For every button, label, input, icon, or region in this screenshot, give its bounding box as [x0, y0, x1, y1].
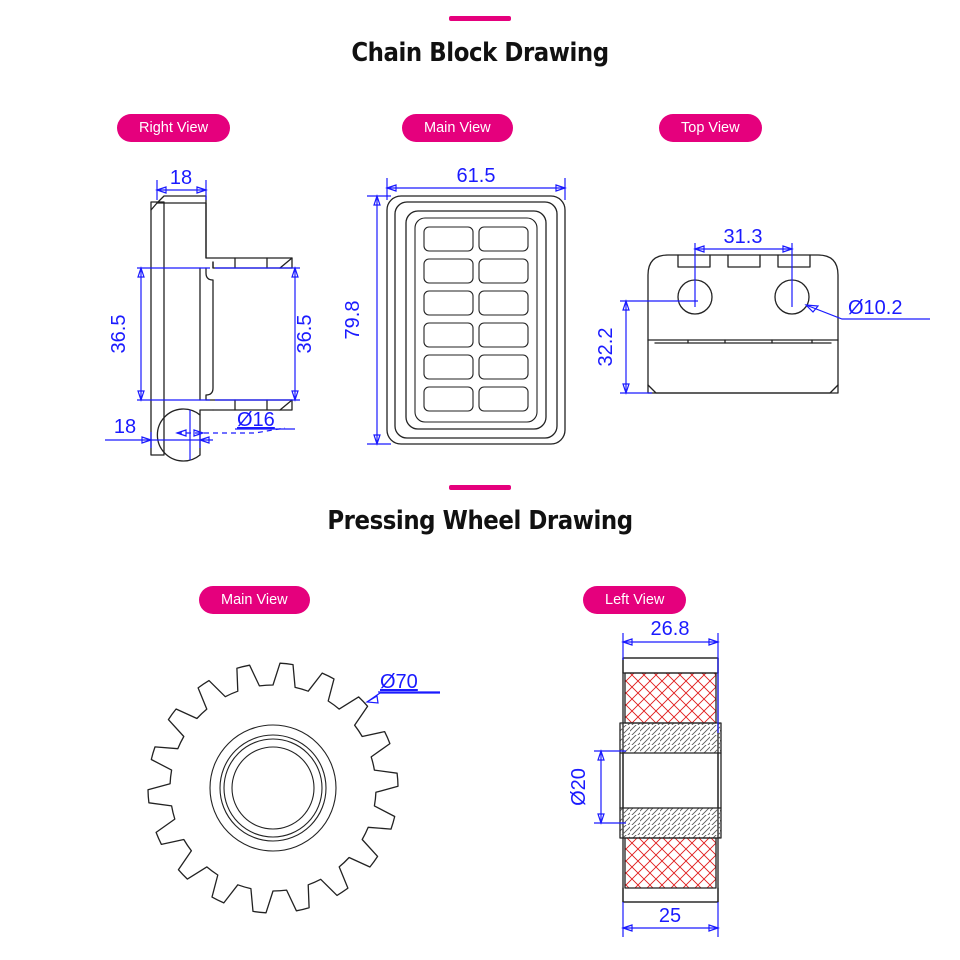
drawing-top-view: 31.3 32.2 Ø10.2 — [595, 215, 940, 415]
dim-top-hole-spacing: 31.3 — [724, 226, 763, 248]
dim-wheel-bottom-width: 25 — [659, 905, 681, 927]
wheel-left-dimensions: 26.8 Ø20 25 — [568, 618, 720, 937]
dim-right-width-top: 18 — [170, 167, 192, 189]
dim-wheel-outer-dia: Ø70 — [380, 671, 418, 693]
wheel-section-body — [619, 657, 722, 903]
top-view-outline — [647, 254, 839, 394]
right-view-dimensions: 18 36.5 36.5 18 Ø16 — [105, 167, 316, 460]
section-divider-top — [449, 16, 511, 21]
section-divider-mid — [449, 485, 511, 490]
badge-wheel-main-view: Main View — [199, 586, 310, 614]
badge-wheel-left-view: Left View — [583, 586, 687, 614]
dim-top-height: 32.2 — [595, 328, 617, 367]
dim-wheel-top-width: 26.8 — [651, 618, 690, 640]
main-view-dimensions: 61.5 79.8 — [342, 165, 567, 446]
main-view-cells — [423, 226, 529, 412]
drawing-right-view: 18 36.5 36.5 18 Ø16 — [95, 167, 330, 462]
top-view-dimensions: 31.3 32.2 Ø10.2 — [595, 226, 930, 395]
dim-right-width-bottom: 18 — [114, 416, 136, 438]
main-view-outline — [386, 195, 566, 445]
section-title-pressing-wheel: Pressing Wheel Drawing — [327, 506, 633, 536]
dim-right-height-right: 36.5 — [294, 315, 316, 354]
dim-main-height: 79.8 — [342, 301, 364, 340]
sprocket-body — [147, 662, 399, 914]
dim-main-width: 61.5 — [457, 165, 496, 187]
drawing-wheel-main-view: Ø70 — [140, 640, 460, 935]
dim-top-hole-dia: Ø10.2 — [848, 297, 902, 319]
dim-right-hole-dia: Ø16 — [237, 409, 275, 431]
drawing-wheel-left-view: 26.8 Ø20 25 — [560, 615, 790, 945]
badge-right-view: Right View — [117, 114, 231, 142]
badge-main-view: Main View — [402, 114, 513, 142]
dim-wheel-bore-dia: Ø20 — [568, 768, 590, 806]
badge-top-view: Top View — [659, 114, 762, 142]
wheel-main-dimensions: Ø70 — [365, 671, 440, 704]
dim-right-height-left: 36.5 — [108, 315, 130, 354]
section-title-chain-block: Chain Block Drawing — [351, 38, 609, 68]
drawing-main-view: 61.5 79.8 — [342, 165, 595, 460]
